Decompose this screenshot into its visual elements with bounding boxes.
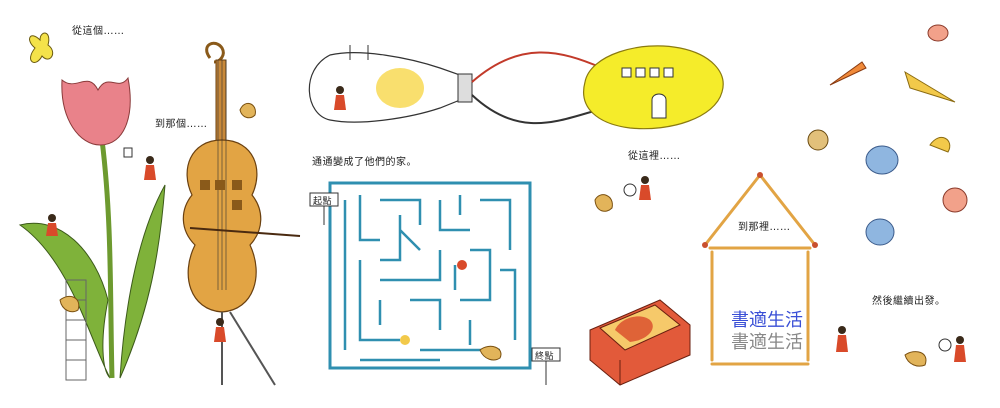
maze-outer-wall <box>328 181 532 370</box>
wire-black <box>471 94 599 125</box>
maze-walls <box>343 195 517 362</box>
cello-scene <box>182 41 301 386</box>
tulip-stem <box>99 139 115 379</box>
shells-scene <box>807 24 968 362</box>
snail-shell <box>942 187 968 213</box>
tulip-cup <box>123 147 133 158</box>
cello-window <box>200 180 210 190</box>
watermark-text-secondary: 書適生活 <box>731 332 803 353</box>
cone-shell <box>904 70 956 103</box>
shell-top <box>927 24 949 42</box>
blue-shell <box>865 145 899 175</box>
match-house <box>703 173 817 366</box>
girl-figure <box>838 326 846 334</box>
girl-figure <box>336 86 344 94</box>
squirrel <box>904 351 927 367</box>
cello-neck <box>215 59 227 146</box>
squirrel <box>59 295 80 313</box>
maze-apple <box>457 260 467 270</box>
garlic <box>807 129 829 151</box>
tulip-leaf-right <box>119 184 166 379</box>
ladder-tulip <box>65 279 87 381</box>
squirrel <box>239 102 256 119</box>
bulb-glow <box>376 68 424 108</box>
small-shell <box>929 136 951 153</box>
lemon-door <box>651 93 667 119</box>
tulip-flower <box>61 76 131 146</box>
scallop-shell <box>865 218 895 246</box>
squirrel <box>479 345 502 361</box>
caption-then-continue: 然後繼續出發。 <box>872 296 946 307</box>
caption-from-here: 從這裡…… <box>628 151 681 162</box>
maze-ball <box>400 335 410 345</box>
tulip-leaf-left <box>18 222 111 379</box>
bindle-bag <box>938 338 952 352</box>
girl-figure <box>146 156 154 164</box>
girl-figure <box>48 214 56 222</box>
carrot <box>829 61 867 86</box>
bulb-base <box>457 73 473 103</box>
caption-to-that: 到那個…… <box>155 119 208 130</box>
wire-red <box>471 51 603 83</box>
maze-scene <box>309 181 561 385</box>
matchbox-elephant <box>615 316 653 342</box>
bindle-bag <box>623 183 637 197</box>
cello-bow <box>189 227 301 237</box>
maze-start-label: 起點 <box>313 197 333 207</box>
watermark-text-primary: 書適生活 <box>731 310 803 331</box>
cello-scroll <box>205 41 225 64</box>
match-head <box>757 172 763 178</box>
girl-figure <box>216 318 224 326</box>
girl-figure <box>641 176 649 184</box>
lemon-window <box>621 67 632 78</box>
caption-from-this: 從這個…… <box>72 26 125 37</box>
tulip-scene <box>18 32 166 381</box>
girl-figure <box>956 336 964 344</box>
matchbox-scene <box>589 172 848 386</box>
maze-end-label: 終點 <box>535 352 555 362</box>
bulb-lemon-scene <box>308 45 724 130</box>
squirrels <box>59 102 927 367</box>
caption-become-home: 通通變成了他們的家。 <box>312 157 417 168</box>
lemon <box>583 45 724 130</box>
butterfly <box>29 32 54 63</box>
squirrel <box>594 194 613 212</box>
caption-to-there: 到那裡…… <box>738 222 791 233</box>
